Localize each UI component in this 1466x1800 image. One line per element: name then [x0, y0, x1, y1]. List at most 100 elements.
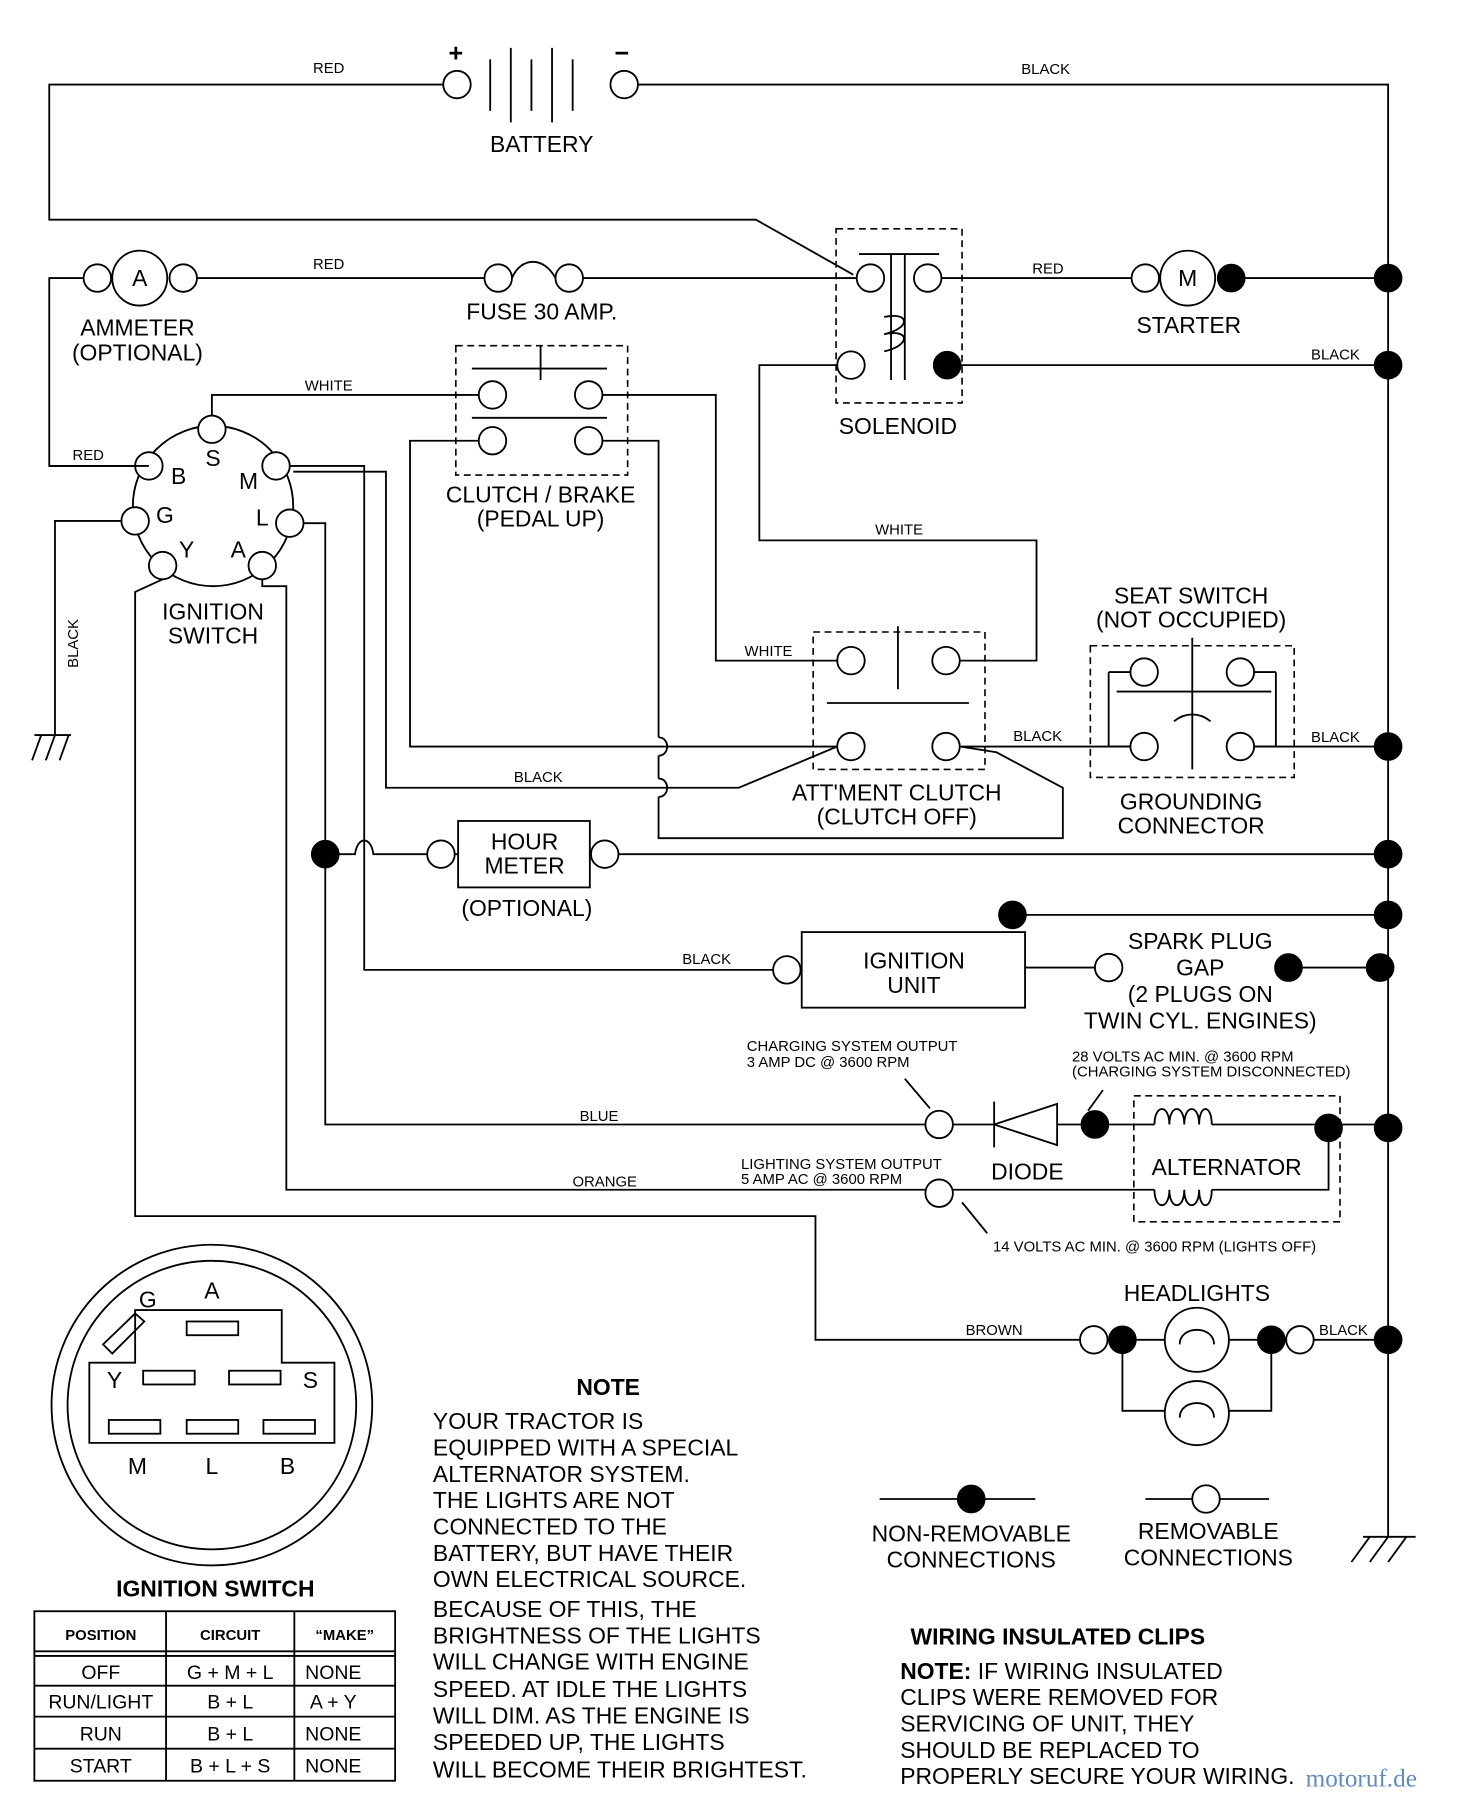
table-cell: OFF [81, 1662, 120, 1684]
spark-plug-label: SPARK PLUG [1128, 928, 1273, 954]
ignition-switch-label: SWITCH [168, 622, 258, 648]
note-line: BECAUSE OF THIS, THE [433, 1596, 697, 1622]
wire-label: BLACK [1013, 729, 1062, 745]
fuse-label: FUSE 30 AMP. [466, 298, 617, 324]
wire-label: RED [313, 257, 345, 273]
wire-label: BROWN [966, 1323, 1023, 1339]
legend-label: NON-REMOVABLE [872, 1520, 1071, 1546]
note-line: OWN ELECTRICAL SOURCE. [433, 1566, 746, 1592]
ammeter-label: (OPTIONAL) [72, 340, 203, 366]
wire-label: RED [313, 61, 345, 77]
battery: + − BATTERY [48, 40, 1390, 1537]
spark-plug-label: GAP [1176, 955, 1224, 981]
legend-label: CONNECTIONS [1124, 1544, 1293, 1570]
table-cell: NONE [305, 1724, 361, 1746]
solenoid-label: SOLENOID [839, 413, 957, 439]
note-line: BRIGHTNESS OF THE LIGHTS [433, 1622, 761, 1648]
note-body: YOUR TRACTOR IS EQUIPPED WITH A SPECIAL … [433, 1408, 807, 1782]
clips-line: SERVICING OF UNIT, THEY [900, 1710, 1194, 1736]
note-line: CONNECTED TO THE [433, 1514, 667, 1540]
clips-line: CLIPS WERE REMOVED FOR [900, 1684, 1218, 1710]
terminal-label: S [205, 445, 220, 471]
hour-meter-label: HOUR [491, 829, 558, 855]
wire-label: ORANGE [572, 1174, 637, 1190]
wire-label: BLACK [1021, 62, 1070, 78]
ammeter-label: AMMETER [80, 314, 194, 340]
spark-plug-label: (2 PLUGS ON [1128, 981, 1273, 1007]
table-cell: G + M + L [187, 1662, 274, 1684]
pin-label: M [128, 1453, 147, 1479]
annotation: (CHARGING SYSTEM DISCONNECTED) [1072, 1064, 1351, 1080]
column-header: POSITION [65, 1628, 136, 1644]
annotation: 28 VOLTS AC MIN. @ 3600 RPM [1072, 1049, 1294, 1065]
att-clutch-label: ATT'MENT CLUTCH [792, 779, 1002, 805]
table-cell: A + Y [310, 1692, 357, 1714]
legend-label: REMOVABLE [1138, 1518, 1279, 1544]
clips-line: SHOULD BE REPLACED TO [900, 1737, 1199, 1763]
clips-text: IF WIRING INSULATED [971, 1658, 1222, 1684]
wire-label: BLACK [1311, 730, 1360, 746]
wire-label: WHITE [305, 378, 353, 394]
ignition-switch-diagram: G A Y S M L B [50, 1243, 374, 1567]
note-line: EQUIPPED WITH A SPECIAL [433, 1434, 738, 1460]
hour-meter-label: (OPTIONAL) [461, 895, 592, 921]
battery-label: BATTERY [490, 131, 593, 157]
note-title: NOTE [576, 1374, 640, 1400]
clips-line: NOTE: IF WIRING INSULATED [900, 1658, 1223, 1684]
starter-label: STARTER [1136, 312, 1241, 338]
annotation: LIGHTING SYSTEM OUTPUT [741, 1157, 942, 1173]
headlights-label: HEADLIGHTS [1124, 1280, 1270, 1306]
annotation: 14 VOLTS AC MIN. @ 3600 RPM (LIGHTS OFF) [993, 1240, 1316, 1256]
terminal-label: B [171, 463, 186, 489]
table-cell: RUN [80, 1724, 122, 1746]
terminal-label: M [239, 468, 258, 494]
terminal-label: Y [179, 537, 194, 563]
terminal-label: L [256, 504, 269, 530]
note-line: WILL DIM. AS THE ENGINE IS [433, 1702, 750, 1728]
clips-title: WIRING INSULATED CLIPS [911, 1623, 1206, 1649]
wire-label: WHITE [875, 523, 923, 539]
note-line: BATTERY, BUT HAVE THEIR [433, 1540, 733, 1566]
wire-label: RED [1032, 262, 1064, 278]
ignition-switch-table: POSITION CIRCUIT “MAKE” OFF G + M + L NO… [33, 1610, 397, 1782]
note-line: SPEED. AT IDLE THE LIGHTS [433, 1676, 747, 1702]
ignition-switch-label: IGNITION [162, 598, 264, 624]
table-cell: START [70, 1756, 132, 1778]
wire-label: BLUE [580, 1109, 619, 1125]
terminal-label: A [231, 537, 247, 563]
seat-switch-label: (NOT OCCUPIED) [1096, 606, 1286, 632]
spark-plug-label: TWIN CYL. ENGINES) [1084, 1007, 1317, 1033]
grounding-label: CONNECTOR [1118, 813, 1265, 839]
clutch-brake-label: (PEDAL UP) [477, 506, 605, 532]
ignition-unit-label: UNIT [887, 972, 940, 998]
note-label: NOTE: [900, 1658, 971, 1684]
column-header: CIRCUIT [200, 1628, 260, 1644]
table-cell: B + L [207, 1692, 253, 1714]
plus-sign: + [448, 40, 463, 68]
ignition-unit-label: IGNITION [863, 948, 965, 974]
wire-label: WHITE [745, 644, 793, 660]
legend-label: CONNECTIONS [887, 1547, 1056, 1573]
clips-line: PROPERLY SECURE YOUR WIRING. [900, 1763, 1294, 1789]
annotation: CHARGING SYSTEM OUTPUT [747, 1039, 958, 1055]
note-line: THE LIGHTS ARE NOT [433, 1487, 675, 1513]
ammeter-symbol: A [132, 265, 148, 291]
pin-label: Y [107, 1367, 122, 1393]
pin-label: L [206, 1453, 219, 1479]
note-line: SPEEDED UP, THE LIGHTS [433, 1729, 725, 1755]
clutch-brake-label: CLUTCH / BRAKE [446, 482, 636, 508]
table-title: IGNITION SWITCH [116, 1575, 314, 1601]
pin-label: B [280, 1453, 295, 1479]
hour-meter-label: METER [484, 853, 564, 879]
note-line: WILL CHANGE WITH ENGINE [433, 1649, 749, 1675]
table-cell: B + L [207, 1724, 253, 1746]
note-line: ALTERNATOR SYSTEM. [433, 1461, 690, 1487]
annotation: 3 AMP DC @ 3600 RPM [747, 1055, 910, 1071]
pin-label: S [303, 1367, 318, 1393]
diode-label: DIODE [991, 1158, 1064, 1184]
motor-symbol: M [1178, 265, 1197, 291]
att-clutch-label: (CLUTCH OFF) [817, 803, 977, 829]
annotation: 5 AMP AC @ 3600 RPM [741, 1172, 902, 1188]
table-cell: B + L + S [190, 1756, 270, 1778]
